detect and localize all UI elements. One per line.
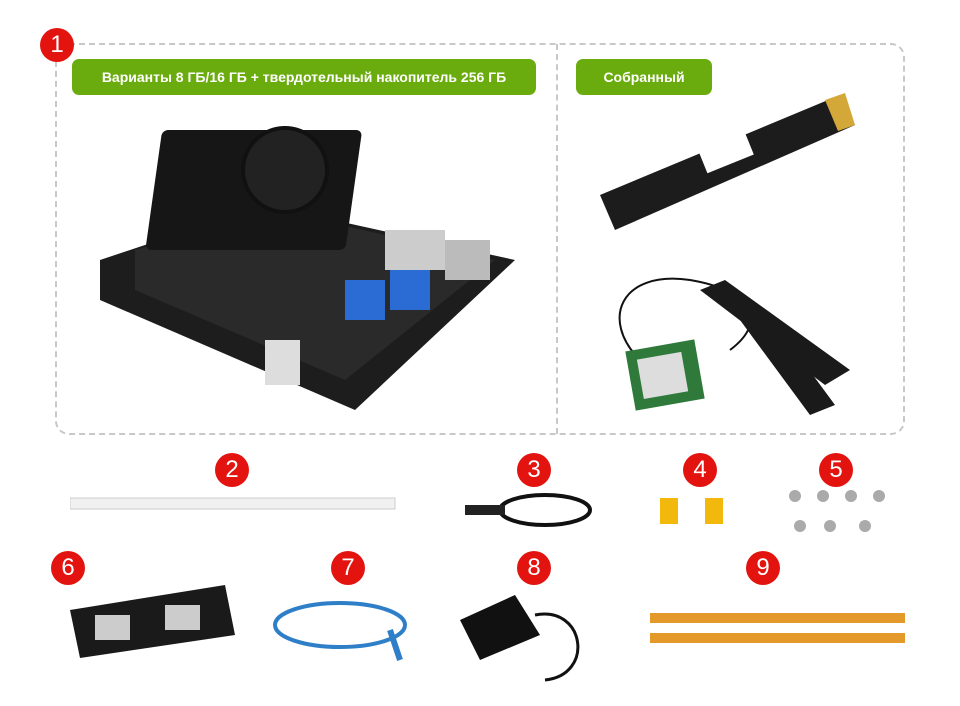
frame-divider (556, 44, 558, 434)
ssd-image (600, 93, 855, 230)
number-badge-9: 9 (746, 551, 780, 585)
camera-extension-cables-image (650, 613, 905, 643)
usb-adapter-image (70, 585, 235, 658)
number-badge-6: 6 (51, 551, 85, 585)
variants-label: Варианты 8 ГБ/16 ГБ + твердотельный нако… (72, 59, 536, 95)
number-badge-8: 8 (517, 551, 551, 585)
wifi-card-image (618, 277, 850, 415)
usb-cable-image (465, 493, 592, 527)
kit-frame (55, 43, 905, 435)
number-badge-5: 5 (819, 453, 853, 487)
number-badge-3: 3 (517, 453, 551, 487)
ethernet-cable-image (273, 601, 407, 661)
jumper-caps-image (660, 498, 723, 524)
number-badge-2: 2 (215, 453, 249, 487)
assembled-label: Собранный (576, 59, 712, 95)
number-badge-4: 4 (683, 453, 717, 487)
number-badge-1: 1 (40, 28, 74, 62)
screws-image (789, 490, 885, 532)
dev-kit-board-image (100, 126, 515, 410)
power-adapter-image (460, 595, 580, 682)
number-badge-7: 7 (331, 551, 365, 585)
ffc-cable-image (70, 497, 396, 510)
